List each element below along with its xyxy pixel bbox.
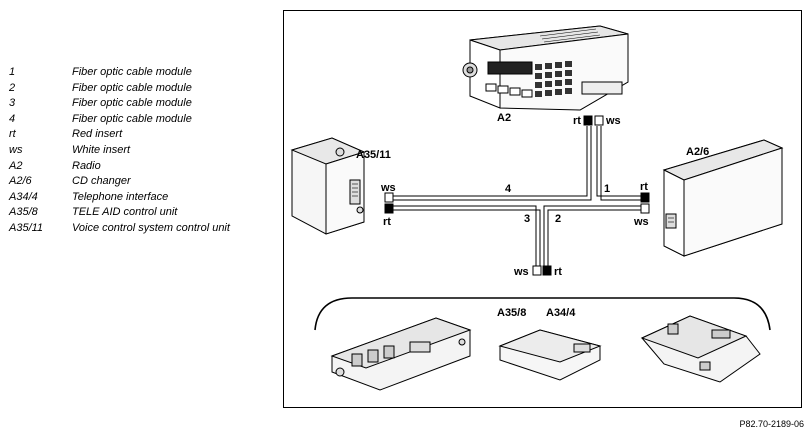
label-cable-4: 4 <box>505 183 512 195</box>
radio-white-insert <box>594 115 604 126</box>
radio-red-insert <box>583 115 593 126</box>
label-bottom-rt: rt <box>554 266 562 278</box>
legend-key: 1 <box>9 66 16 78</box>
label-voice-control: A35/11 <box>356 149 391 161</box>
label-radio-ws: ws <box>605 115 621 127</box>
tele-aid-device <box>330 317 472 391</box>
voice-control-red-insert <box>384 203 394 214</box>
legend-description: TELE AID control unit <box>72 206 178 219</box>
legend-key: 2 <box>9 81 16 94</box>
bottom-red-insert <box>542 265 552 276</box>
device-group-bracket <box>314 297 771 331</box>
label-radio-rt: rt <box>573 115 581 127</box>
label-cd-ws: ws <box>633 216 649 228</box>
legend-key: 4 <box>9 112 16 125</box>
radio-device <box>462 25 629 111</box>
cable-3-inner <box>392 209 541 266</box>
legend-description: Fiber optic cable module <box>72 112 192 125</box>
legend-key: A35/8 <box>9 206 38 219</box>
legend-description: Red insert <box>72 128 123 141</box>
label-radio: A2 <box>497 112 511 124</box>
telephone-interface-device <box>498 329 602 381</box>
legend-description: White insert <box>72 143 131 156</box>
label-cable-2: 2 <box>555 213 561 225</box>
label-tele-aid: A35/8 <box>497 307 526 319</box>
label-bottom-ws: ws <box>513 266 529 278</box>
label-cd-rt: rt <box>640 181 648 193</box>
legend-key: 3 <box>9 97 16 110</box>
bottom-white-insert <box>532 265 542 276</box>
voice-control-white-insert <box>384 192 394 203</box>
legend-key: rt <box>9 128 16 141</box>
label-cable-3: 3 <box>524 213 530 225</box>
legend-description: Fiber optic cable module <box>72 81 192 94</box>
right-control-module-device <box>640 315 761 383</box>
cd-changer-red-insert <box>640 192 650 203</box>
cd-changer-device <box>662 139 784 257</box>
legend-key: ws <box>9 143 23 156</box>
cable-1-inner <box>600 126 642 201</box>
cable-3-outer <box>392 205 537 266</box>
cable-2-inner <box>547 209 642 266</box>
cd-changer-white-insert <box>640 203 650 214</box>
cable-1-outer <box>596 126 642 197</box>
label-cd-changer: A2/6 <box>686 146 709 158</box>
legend-description: CD changer <box>72 175 131 188</box>
legend-key: A35/11 <box>9 221 44 234</box>
label-voice-rt: rt <box>383 216 391 228</box>
legend-description: Fiber optic cable module <box>72 66 192 78</box>
label-cable-1: 1 <box>604 183 610 195</box>
fiber-optic-cables <box>392 126 642 266</box>
legend-description: Voice control system control unit <box>72 221 230 234</box>
legend-key: A34/4 <box>9 190 38 203</box>
legend-key: A2/6 <box>9 175 32 188</box>
legend-description: Telephone interface <box>72 190 169 203</box>
cable-2-outer <box>543 205 642 266</box>
legend-key: A2 <box>9 159 23 172</box>
cable-4-inner <box>392 126 592 201</box>
cable-4-outer <box>392 126 588 197</box>
label-voice-ws: ws <box>380 182 396 194</box>
legend-description: Fiber optic cable module <box>72 97 192 110</box>
diagram-frame <box>283 10 802 408</box>
figure-reference: P82.70-2189-06 <box>739 419 804 429</box>
label-telephone: A34/4 <box>546 307 576 319</box>
legend-description: Radio <box>72 159 101 172</box>
voice-control-unit-device <box>290 137 366 235</box>
